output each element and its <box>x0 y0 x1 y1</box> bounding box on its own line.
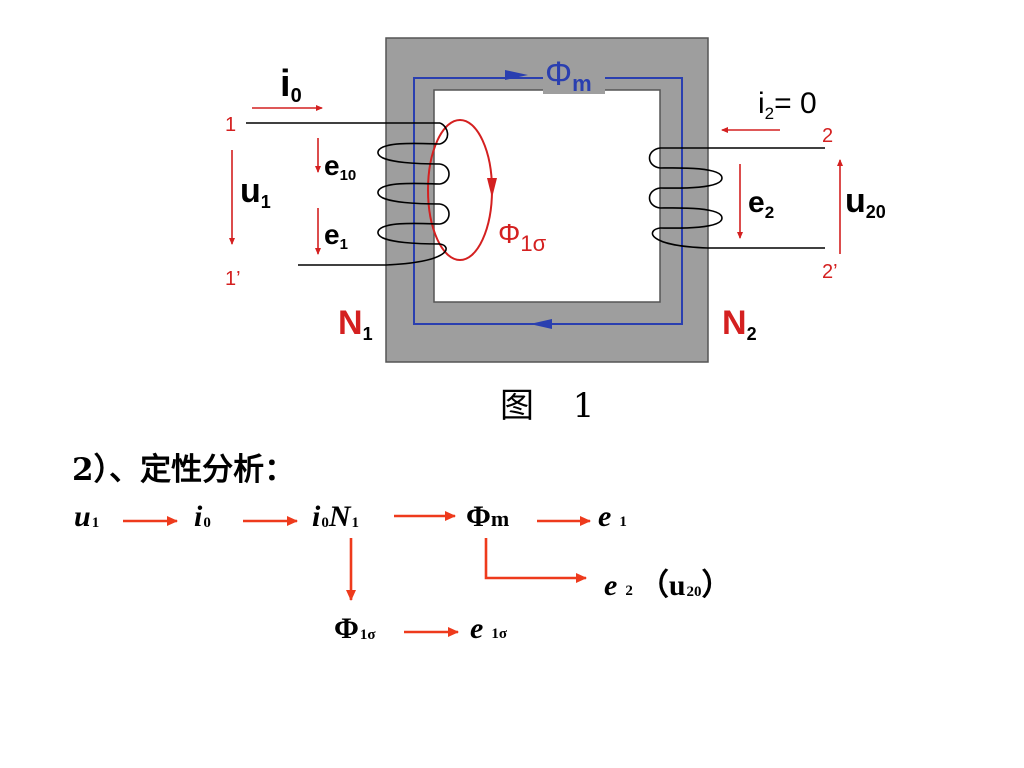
e1-label: e1 <box>324 219 348 253</box>
e2-label: e2 <box>748 186 774 222</box>
terminal-1-label: 1 <box>225 114 236 136</box>
flow-node-u1: u1 <box>74 500 100 533</box>
main-flux-arrow-bottom <box>530 319 552 329</box>
terminal-2prime-label: 2’ <box>822 261 838 283</box>
primary-winding <box>246 122 450 266</box>
figure-caption: 图 1 <box>500 386 609 426</box>
n2-label: N2 <box>722 304 757 344</box>
arrow-phim-e2 <box>484 538 587 583</box>
flow-node-i0n1: i0N1 <box>312 500 360 533</box>
flow-arrows <box>123 511 591 637</box>
flow-node-phi1s: Φ1σ <box>334 612 376 645</box>
flow-node-phim: Φm <box>466 500 510 533</box>
secondary-winding <box>648 147 825 249</box>
phi-m-label: Φm <box>545 55 592 96</box>
leakage-flux-arrow <box>487 178 497 198</box>
u1-label: u1 <box>240 172 271 212</box>
flow-node-i0: i0 <box>194 500 211 533</box>
e10-label: e10 <box>324 150 356 184</box>
i0-label: i0 <box>280 63 302 107</box>
i2-label: i2= 0 <box>758 87 817 123</box>
u20-label: u20 <box>845 182 886 222</box>
transformer-diagram: Φm Φ1σ i0 1 1’ u1 e10 e1 i2= 0 2 2’ e2 <box>225 37 886 363</box>
terminal-1prime-label: 1’ <box>225 268 241 290</box>
n1-label: N1 <box>338 304 373 344</box>
section-heading: 2）、定性分析： <box>72 452 296 488</box>
terminal-2-label: 2 <box>822 125 833 147</box>
phi-1sigma-label: Φ1σ <box>498 218 547 256</box>
main-flux-arrow-top <box>505 70 528 80</box>
